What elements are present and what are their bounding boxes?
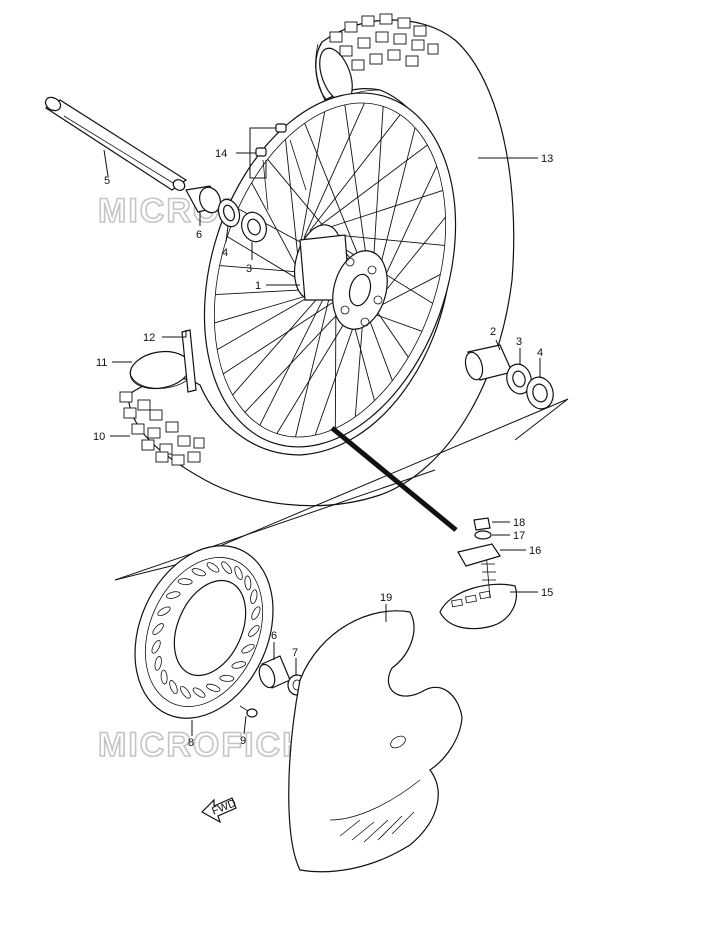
disc-collar	[258, 655, 291, 689]
spoke	[251, 182, 300, 271]
label-16: 16	[529, 545, 541, 557]
leader-lines	[103, 127, 541, 736]
label-17: 17	[513, 530, 525, 542]
spoke	[276, 319, 347, 434]
spoke	[304, 123, 359, 255]
explode-lines	[114, 398, 569, 581]
disc-cutout	[166, 591, 181, 599]
nut	[473, 517, 491, 531]
left-collar	[185, 185, 223, 214]
disc-cutouts	[151, 561, 261, 699]
disc-cutout	[160, 669, 168, 685]
spoke	[379, 127, 416, 270]
spoke	[215, 289, 307, 296]
label-2: 2	[490, 326, 496, 338]
left-bearing	[241, 211, 267, 243]
right-collar	[464, 344, 513, 381]
disc-cutout	[241, 643, 255, 654]
label-3-right: 3	[516, 336, 522, 348]
disc-cutout	[154, 656, 162, 671]
label-4-right: 4	[537, 347, 543, 359]
disc-cutout	[180, 686, 191, 699]
disc-cover	[288, 610, 463, 873]
fwd-arrow: FWD	[201, 797, 238, 824]
spoke	[309, 114, 401, 232]
disc-cutout	[206, 683, 221, 692]
disc-cutout	[151, 640, 161, 654]
axle	[44, 96, 188, 191]
washer	[474, 530, 492, 540]
rim-lock-plate	[457, 543, 501, 567]
disc-cutout	[192, 687, 206, 698]
disc-cutout	[157, 606, 171, 617]
spokes	[214, 102, 446, 437]
label-12: 12	[143, 332, 155, 344]
label-4-left: 4	[222, 247, 228, 259]
spoke	[382, 165, 438, 281]
disc-cutout	[234, 565, 243, 580]
label-7: 7	[292, 647, 298, 659]
spoke	[373, 106, 384, 261]
spoke	[383, 216, 446, 294]
disc-cutout	[231, 661, 246, 669]
spoke	[223, 299, 338, 375]
hub	[293, 224, 388, 330]
label-3-left: 3	[246, 263, 252, 275]
spoke	[259, 292, 327, 426]
spoke	[232, 295, 320, 396]
label-13: 13	[541, 153, 553, 165]
disc-cutout	[250, 589, 258, 604]
spoke	[377, 314, 423, 332]
right-seal	[526, 376, 554, 410]
spoke	[299, 111, 326, 248]
spoke	[216, 294, 313, 350]
label-9: 9	[240, 735, 246, 747]
disc-cutout	[191, 568, 206, 577]
spoke	[344, 104, 367, 256]
disc-cutout	[177, 578, 193, 586]
disc-cutout	[206, 562, 220, 573]
label-11: 11	[96, 357, 107, 369]
rim-lock	[439, 551, 517, 630]
spoke	[285, 139, 299, 259]
label-10: 10	[93, 431, 105, 443]
spoke	[227, 236, 302, 282]
spoke	[354, 325, 363, 417]
spoke	[303, 102, 365, 238]
spoke-detail	[255, 123, 307, 211]
label-14: 14	[215, 148, 227, 160]
label-6-left: 6	[196, 229, 202, 241]
disc-cutout	[152, 623, 164, 635]
label-8: 8	[188, 737, 194, 749]
spoke	[244, 310, 341, 413]
disc-cutout	[219, 674, 235, 682]
spoke	[314, 324, 355, 436]
disc-bolt	[239, 705, 258, 718]
tread-bottom	[119, 391, 205, 466]
disc-cutout	[251, 606, 261, 620]
label-18: 18	[513, 517, 525, 529]
disc-cutout	[248, 625, 260, 637]
label-15: 15	[541, 587, 553, 599]
spoke	[329, 233, 445, 246]
label-19: 19	[380, 592, 392, 604]
disc-cutout	[244, 575, 252, 591]
spoke	[323, 189, 443, 230]
spoke	[381, 274, 441, 306]
right-bearing	[506, 363, 532, 395]
disc-cutout	[169, 680, 178, 695]
left-seal	[217, 198, 241, 228]
disc-cutout	[221, 561, 232, 574]
spoke	[369, 322, 393, 381]
rim-band	[181, 329, 197, 393]
part-labels: 1 2 3 3 4 4 5 6 6 7 8 9 10 11 12 13 14 1…	[93, 148, 553, 749]
spoke	[316, 144, 428, 229]
brake-disc	[134, 545, 274, 719]
label-1: 1	[255, 280, 261, 292]
spoke	[295, 286, 333, 437]
label-5: 5	[104, 175, 110, 187]
tread-top	[329, 13, 439, 71]
label-6-disc: 6	[271, 630, 277, 642]
